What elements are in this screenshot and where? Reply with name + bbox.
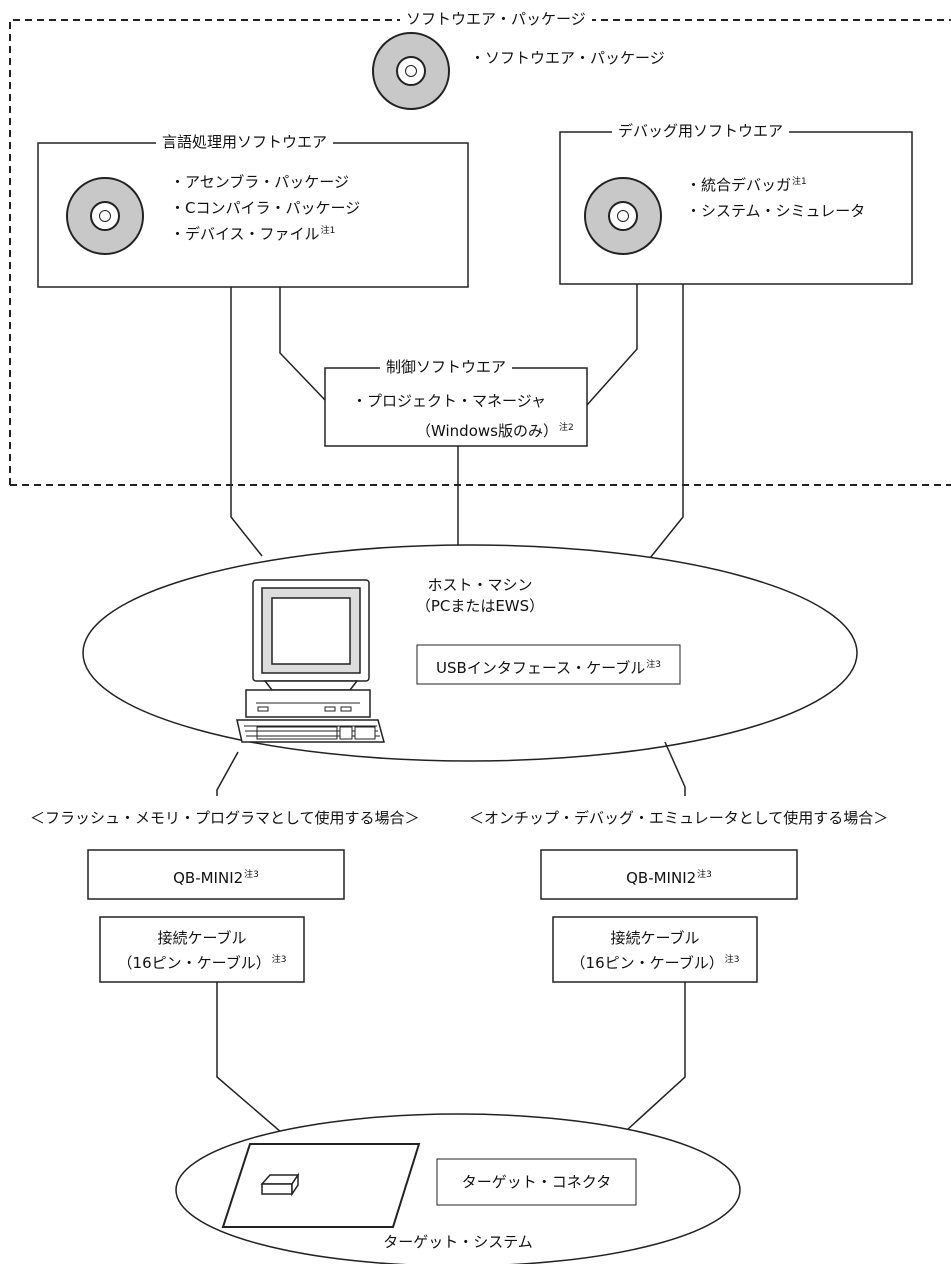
right-branch-heading: ＜オンチップ・デバッグ・エミュレータとして使用する場合＞ [469,809,889,827]
usb-cable-box [416,644,681,685]
link-host-right [664,741,686,796]
right-qb-box [540,849,798,900]
language-software-title: 言語処理用ソフトウエア [156,132,334,152]
cd-icon [66,177,144,255]
link-left-target [216,982,304,1152]
link-language-control [279,287,326,401]
link-debug-host [649,284,684,559]
link-host-left [216,751,239,796]
link-debug-control [586,284,638,406]
right-cable-box [552,916,758,983]
language-item: ・Cコンパイラ・パッケージ [170,199,361,217]
control-software-title: 制御ソフトウエア [380,357,513,377]
language-item: ・デバイス・ファイル注1 [170,225,336,243]
right-cable-sublabel: （16ピン・ケーブル）注3 [570,954,740,972]
target-board-icon [221,1143,421,1228]
control-item-note: （Windows版のみ）注2 [416,422,574,440]
left-qb-box [87,849,345,900]
debug-software-title: デバッグ用ソフトウエア [612,121,790,141]
target-system-label: ターゲット・システム [383,1233,533,1251]
left-cable-label: 接続ケーブル [157,929,247,947]
cd-icon [584,177,662,255]
link-language-host [230,287,263,557]
right-cable-label: 接続ケーブル [610,929,700,947]
language-item: ・アセンブラ・パッケージ [170,173,349,191]
computer-icon [236,579,385,743]
control-item: ・プロジェクト・マネージャ [352,392,546,410]
link-right-target [603,982,686,1152]
debug-item: ・システム・シミュレータ [686,202,866,220]
right-qb-label: QB-MINI2注3 [626,869,712,887]
usb-cable-label: USBインタフェース・ケーブル注3 [436,659,661,677]
left-cable-box [99,916,305,983]
package-disc-label: ・ソフトウエア・パッケージ [470,49,665,67]
package-frame-label: ソフトウエア・パッケージ [400,9,592,29]
target-chip-icon [260,1172,300,1197]
target-connector-label: ターゲット・コネクタ [461,1173,612,1191]
package-frame [9,19,951,485]
left-qb-label: QB-MINI2注3 [173,869,259,887]
target-connector-box [436,1158,637,1206]
host-title: ホスト・マシン [427,576,533,594]
debug-item: ・統合デバッガ注1 [686,176,807,194]
cd-icon [372,32,450,110]
left-cable-sublabel: （16ピン・ケーブル）注3 [117,954,287,972]
host-subtitle: （PCまたはEWS） [415,597,545,615]
left-branch-heading: ＜フラッシュ・メモリ・プログラマとして使用する場合＞ [30,809,420,827]
